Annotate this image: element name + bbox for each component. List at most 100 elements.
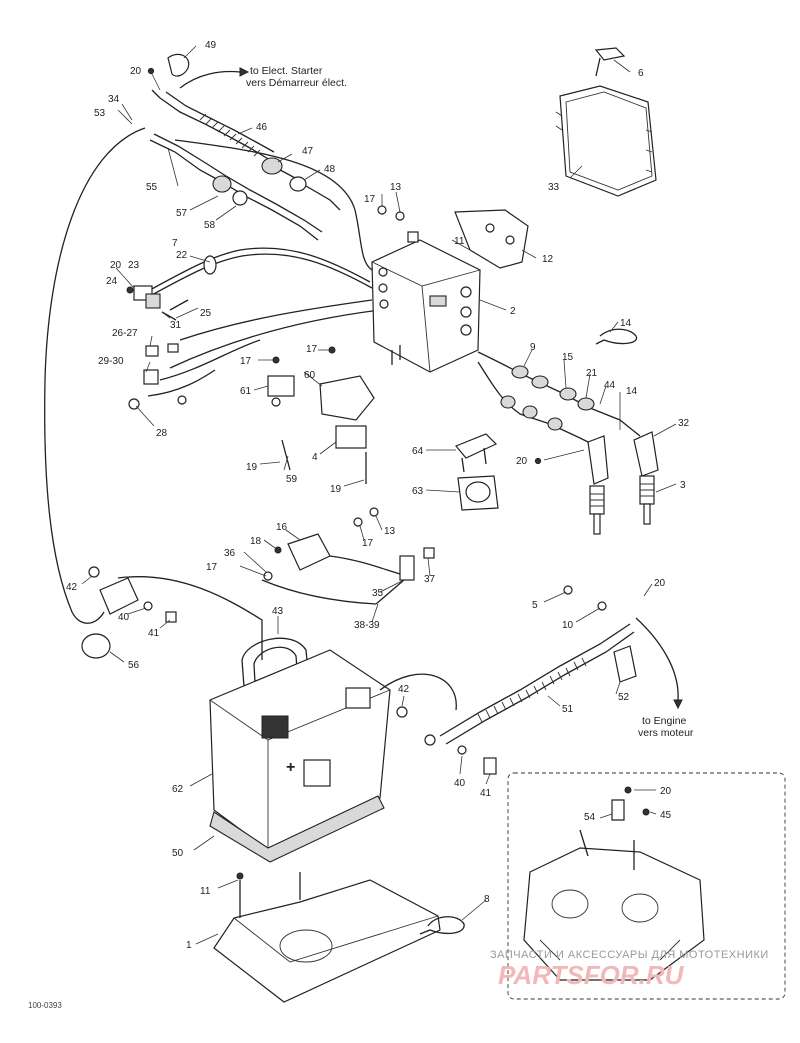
label-42b: 42 [398, 684, 410, 695]
cable-55 [149, 133, 323, 241]
note-to-engine-en: to Engine [642, 715, 687, 727]
label-18: 18 [250, 536, 262, 547]
label-25: 25 [200, 308, 212, 319]
note-to-starter-en: to Elect. Starter [250, 65, 323, 77]
label-33: 33 [548, 182, 560, 193]
label-28: 28 [156, 428, 168, 439]
watermark-line2: PARTSFOR.RU [498, 960, 685, 990]
callout-labels: 49 20 34 53 46 47 48 55 57 58 17 13 11 1… [66, 40, 690, 951]
starter-arrow-line [179, 70, 241, 89]
label-17: 17 [364, 194, 376, 205]
label-20e: 20 [660, 786, 672, 797]
label-17b: 17 [240, 356, 252, 367]
label-49: 49 [205, 40, 217, 51]
label-1: 1 [186, 940, 192, 951]
label-62: 62 [172, 784, 184, 795]
label-42: 42 [66, 582, 78, 593]
label-20: 20 [130, 66, 142, 77]
label-41b: 41 [480, 788, 492, 799]
watermark-line1: ЗАПЧАСТИ И АКСЕССУАРЫ ДЛЯ МОТОТЕХНИКИ [490, 949, 769, 961]
tie-14 [595, 328, 638, 345]
label-56: 56 [128, 660, 140, 671]
label-61: 61 [240, 386, 252, 397]
nut-13 [395, 211, 405, 221]
engine-cable-51 [379, 623, 635, 775]
solenoid-assembly-60-61 [267, 346, 375, 484]
asterisk-icon [534, 457, 542, 465]
label-24: 24 [106, 276, 118, 287]
label-52: 52 [618, 692, 630, 703]
label-55: 55 [146, 182, 158, 193]
drawing-code: 100-0393 [28, 1001, 62, 1010]
label-29-30: 29-30 [98, 356, 124, 367]
label-23: 23 [128, 260, 140, 271]
label-20c: 20 [110, 260, 122, 271]
harness-7-22 [147, 247, 381, 397]
note-to-engine-fr: vers moteur [638, 727, 694, 739]
label-26-27: 26-27 [112, 328, 138, 339]
asterisk-icon [147, 67, 155, 75]
label-40b: 40 [454, 778, 466, 789]
label-51: 51 [562, 704, 574, 715]
label-10: 10 [562, 620, 574, 631]
battery-62: + [209, 649, 391, 851]
label-13: 13 [390, 182, 402, 193]
leader-lines [81, 45, 677, 945]
label-11: 11 [454, 236, 465, 247]
label-45: 45 [660, 810, 672, 821]
label-9: 9 [530, 342, 536, 353]
spark-plug-wires [477, 351, 659, 485]
label-60: 60 [304, 370, 316, 381]
engine-arrow-head [673, 699, 683, 710]
label-17c: 17 [306, 344, 318, 355]
clip-6 [594, 47, 626, 77]
label-36: 36 [224, 548, 236, 559]
starter-loop-wire [174, 139, 373, 271]
label-35: 35 [372, 588, 384, 599]
washer-13 [369, 507, 379, 517]
tie-8 [419, 916, 465, 935]
label-48: 48 [324, 164, 336, 175]
cover-33 [555, 85, 657, 197]
starter-arrow-head [239, 67, 250, 77]
label-15: 15 [562, 352, 574, 363]
direction-notes: to Elect. Starter vers Démarreur élect. … [246, 65, 694, 739]
label-19b: 19 [330, 484, 342, 495]
label-64: 64 [412, 446, 424, 457]
label-38-39: 38-39 [354, 620, 380, 631]
label-50: 50 [172, 848, 184, 859]
label-46: 46 [256, 122, 268, 133]
label-7: 7 [172, 238, 178, 249]
label-32: 32 [678, 418, 690, 429]
svg-text:+: + [286, 759, 295, 776]
label-47: 47 [302, 146, 314, 157]
label-13b: 13 [384, 526, 396, 537]
label-21: 21 [586, 368, 598, 379]
label-31: 31 [170, 320, 182, 331]
label-20d: 20 [654, 578, 666, 589]
label-16: 16 [276, 522, 288, 533]
label-37: 37 [424, 574, 436, 585]
label-57: 57 [176, 208, 188, 219]
terminals-26-30-28 [128, 343, 187, 410]
label-19: 19 [246, 462, 258, 473]
terminal-49 [167, 53, 190, 77]
label-44: 44 [604, 380, 616, 391]
label-58: 58 [204, 220, 216, 231]
label-2: 2 [510, 306, 516, 317]
label-8: 8 [484, 894, 490, 905]
battery-pad-50 [209, 795, 385, 863]
label-54: 54 [584, 812, 596, 823]
label-6: 6 [638, 68, 644, 79]
label-17d: 17 [206, 562, 218, 573]
engine-arrow-line [635, 617, 679, 701]
engine-inset-frame [507, 772, 786, 1000]
label-17e: 17 [362, 538, 374, 549]
label-40: 40 [118, 612, 130, 623]
engine-cylinder-head [523, 786, 705, 981]
battery-tray-1 [213, 872, 441, 1003]
watermark: ЗАПЧАСТИ И АКСЕССУАРЫ ДЛЯ МОТОТЕХНИКИ PA… [490, 949, 769, 990]
fuse-holder-35-37 [261, 547, 435, 605]
